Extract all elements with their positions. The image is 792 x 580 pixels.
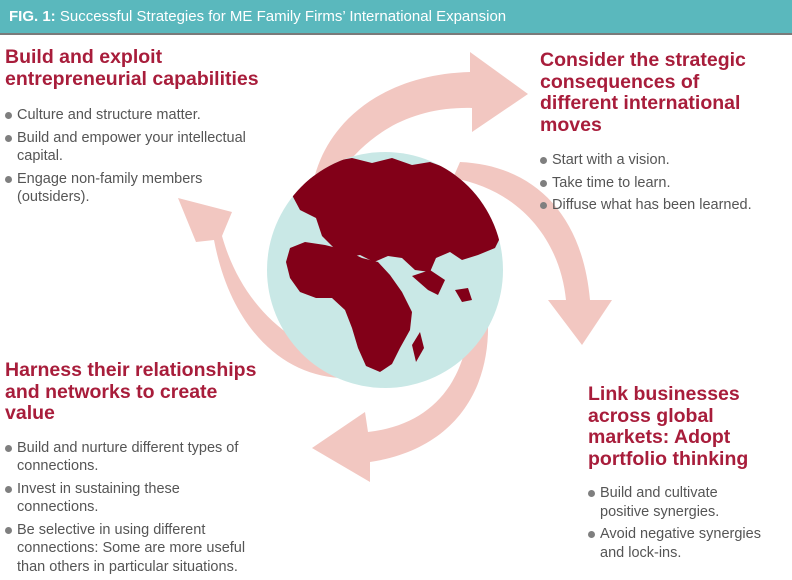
bullet-dot-icon	[5, 485, 12, 493]
bullet-item: Culture and structure matter.	[5, 106, 259, 125]
bullet-dot-icon	[5, 526, 12, 534]
bullet-dot-icon	[5, 444, 12, 452]
bullet-dot-icon	[588, 531, 595, 538]
bullet-item: Start with a vision.	[540, 151, 752, 170]
bullet-dot-icon	[5, 134, 12, 142]
bullet-dot-icon	[540, 179, 547, 187]
figure-header: FIG. 1: Successful Strategies for ME Fam…	[0, 0, 792, 33]
cycle-arrow-icon	[178, 52, 612, 482]
bullet-item: Take time to learn.	[540, 174, 752, 193]
bullet-item: Engage non-family members(outsiders).	[5, 170, 259, 207]
figure-title: Successful Strategies for ME Family Firm…	[59, 8, 507, 25]
bullet-dot-icon	[540, 202, 547, 209]
header-divider	[0, 33, 792, 35]
bullet-dot-icon	[5, 112, 12, 119]
globe-icon	[267, 152, 503, 388]
figure-label: FIG. 1:	[9, 8, 56, 25]
bullet-dot-icon	[540, 157, 547, 164]
bullet-dot-icon	[588, 490, 595, 497]
bullet-dot-icon	[5, 175, 12, 183]
bullet-item: Diffuse what has been learned.	[540, 196, 752, 215]
